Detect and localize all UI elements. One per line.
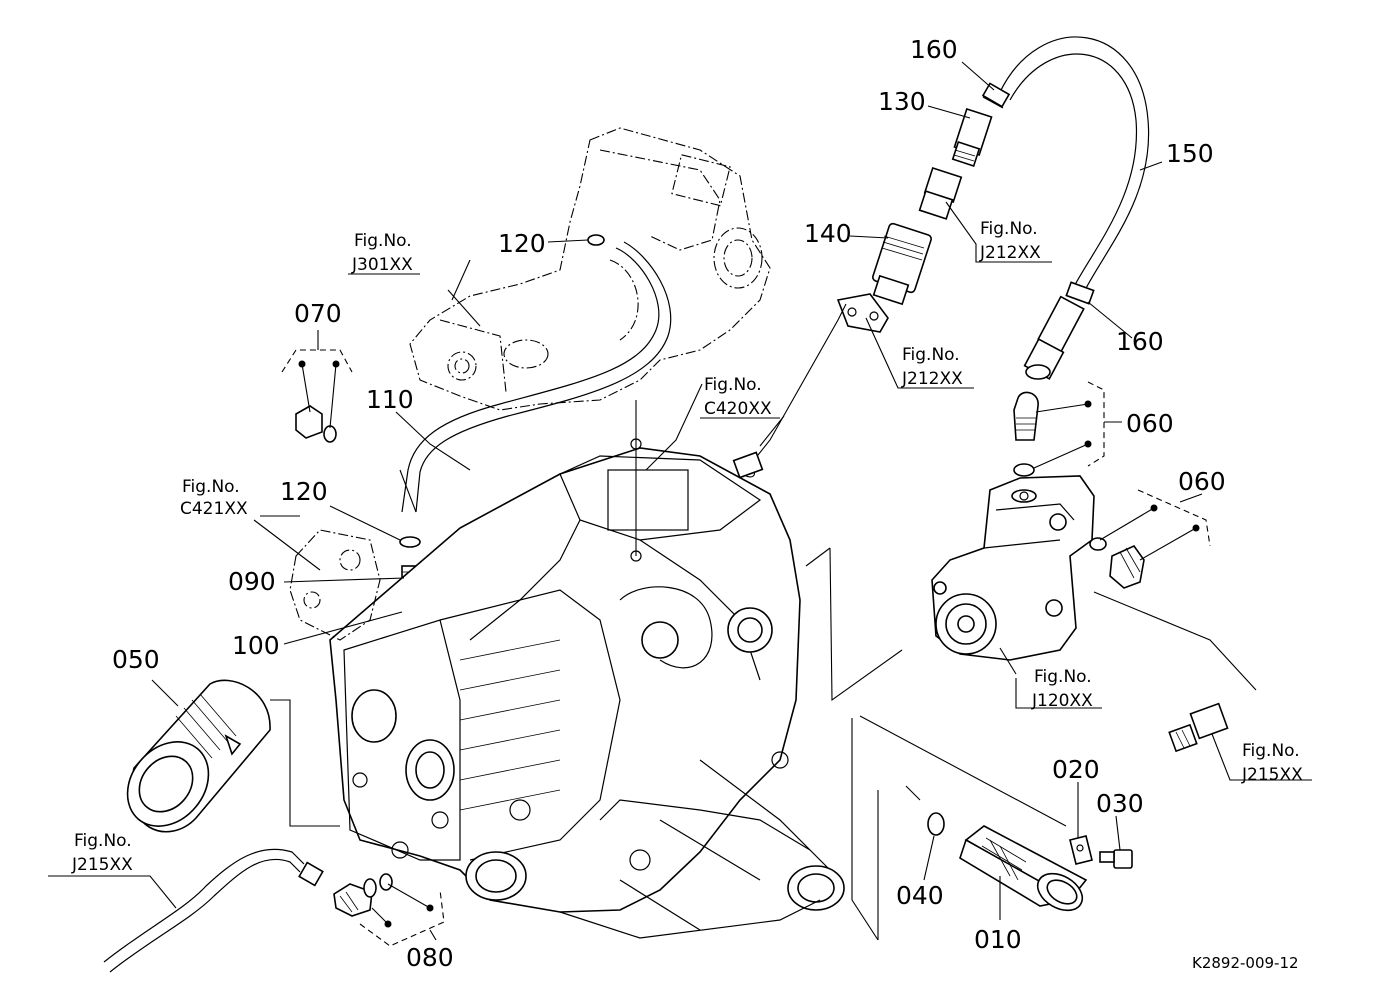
group-bracket-070 [281,349,353,429]
fig-ref-j120-code: J120XX [1031,691,1093,711]
fig-ref-j212-lower-label: Fig.No. [902,345,960,365]
pipe-110[interactable] [401,241,672,513]
oring-120-upper[interactable] [587,234,605,246]
fig-ref-c420-label: Fig.No. [704,375,762,395]
upper-housing-phantom [409,127,771,411]
label-020: 020 [1052,755,1100,784]
oring-120-lower[interactable] [399,536,421,548]
hose-end-fitting[interactable] [1023,295,1085,380]
label-080: 080 [406,943,454,972]
label-090: 090 [228,567,276,596]
adapter-c420[interactable] [732,451,764,479]
left-cover-phantom [289,529,381,641]
label-040: 040 [896,881,944,910]
fig-ref-j215-right-code: J215XX [1241,765,1303,785]
fig-ref-c421-code: C421XX [180,499,248,519]
bracket-020[interactable] [1069,835,1093,865]
hose-150[interactable] [999,36,1150,301]
label-140: 140 [804,219,852,248]
fig-ref-j212-lower-code: J212XX [901,369,963,389]
fig-ref-j120-label: Fig.No. [1034,667,1092,687]
fig-ref-j215-right-label: Fig.No. [1242,741,1300,761]
part-labels: 160 130 150 140 160 060 060 120 070 110 … [112,35,1226,972]
hydraulic-pump[interactable] [931,475,1095,661]
label-030: 030 [1096,789,1144,818]
fig-ref-j212-upper-code: J212XX [979,243,1041,263]
adapter-upper[interactable] [918,166,963,220]
fitting-130[interactable] [951,107,993,167]
oil-filter-050[interactable] [111,679,271,842]
label-070: 070 [294,299,342,328]
fig-ref-j301-label: Fig.No. [354,231,412,251]
group-bracket-080 [359,883,445,947]
oring-040[interactable] [927,812,945,836]
label-160-upper: 160 [910,35,958,64]
bracket-plate[interactable] [836,293,889,333]
label-110: 110 [366,385,414,414]
fig-ref-j215-left-label: Fig.No. [74,831,132,851]
fitting-right[interactable] [1168,702,1229,753]
fig-references: Fig.No. J212XX Fig.No. J212XX Fig.No. J3… [71,219,1303,875]
fig-ref-j212-upper-label: Fig.No. [980,219,1038,239]
drawing-code: K2892-009-12 [1192,954,1299,972]
transmission-case[interactable] [329,400,845,939]
group-bracket-060-upper [1033,381,1105,469]
label-150: 150 [1166,139,1214,168]
label-100: 100 [232,631,280,660]
label-130: 130 [878,87,926,116]
label-010: 010 [974,925,1022,954]
clamp-160-upper[interactable] [981,82,1011,109]
plug-080[interactable] [333,873,393,917]
bolt-030[interactable] [1099,849,1133,869]
fig-ref-c421-label: Fig.No. [182,477,240,497]
coupler-140[interactable] [872,222,932,306]
label-050: 050 [112,645,160,674]
plug-070[interactable] [295,405,337,443]
clamp-160-lower[interactable] [1065,281,1095,305]
label-060-upper: 060 [1126,409,1174,438]
label-120-upper: 120 [498,229,546,258]
elbow-fitting-060-upper[interactable] [1013,391,1039,477]
label-120-lower: 120 [280,477,328,506]
label-060-lower: 060 [1178,467,1226,496]
elbow-fitting-060-lower[interactable] [1089,537,1145,589]
label-160-lower: 160 [1116,327,1164,356]
group-bracket-060-lower [1099,489,1211,561]
strainer-010[interactable] [959,825,1089,918]
fig-ref-c420-code: C420XX [704,399,772,419]
leader-lines [48,61,1312,941]
fig-ref-j215-left-code: J215XX [71,855,133,875]
fig-ref-j301-code: J301XX [351,255,413,275]
dipstick-pipe[interactable] [103,848,324,973]
